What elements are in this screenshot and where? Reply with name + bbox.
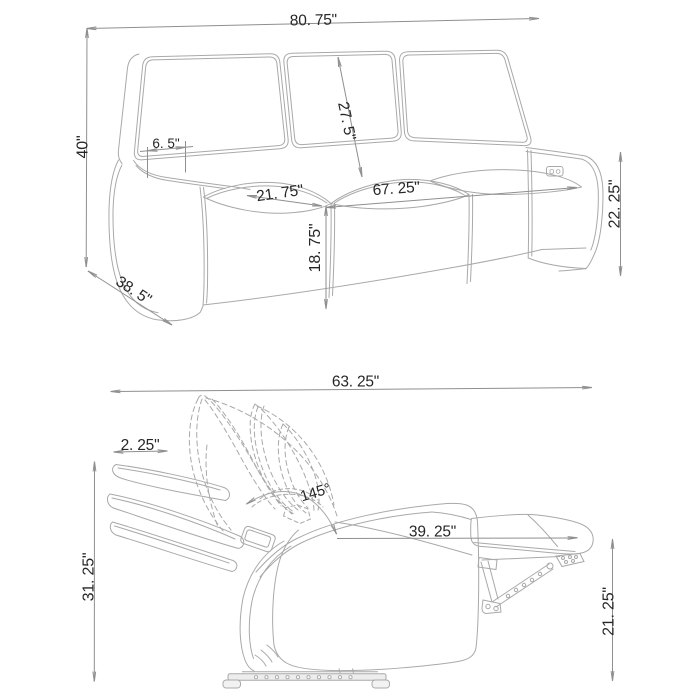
svg-text:21. 75": 21. 75" — [255, 182, 304, 205]
svg-text:22. 25": 22. 25" — [607, 180, 624, 229]
svg-text:31. 25": 31. 25" — [81, 553, 98, 602]
svg-text:27. 5": 27. 5" — [334, 100, 359, 141]
svg-text:67. 25": 67. 25" — [372, 179, 420, 199]
svg-text:38. 5": 38. 5" — [113, 273, 155, 308]
svg-text:21. 25": 21. 25" — [601, 587, 618, 636]
svg-text:40": 40" — [75, 136, 92, 159]
svg-text:18. 75": 18. 75" — [307, 224, 324, 273]
svg-text:2. 25": 2. 25" — [121, 437, 160, 454]
svg-text:145°: 145° — [298, 480, 333, 505]
svg-text:63. 25": 63. 25" — [332, 374, 379, 391]
svg-text:6. 5": 6. 5" — [152, 136, 180, 151]
svg-text:80. 75": 80. 75" — [290, 11, 338, 29]
svg-text:39. 25": 39. 25" — [409, 524, 456, 541]
